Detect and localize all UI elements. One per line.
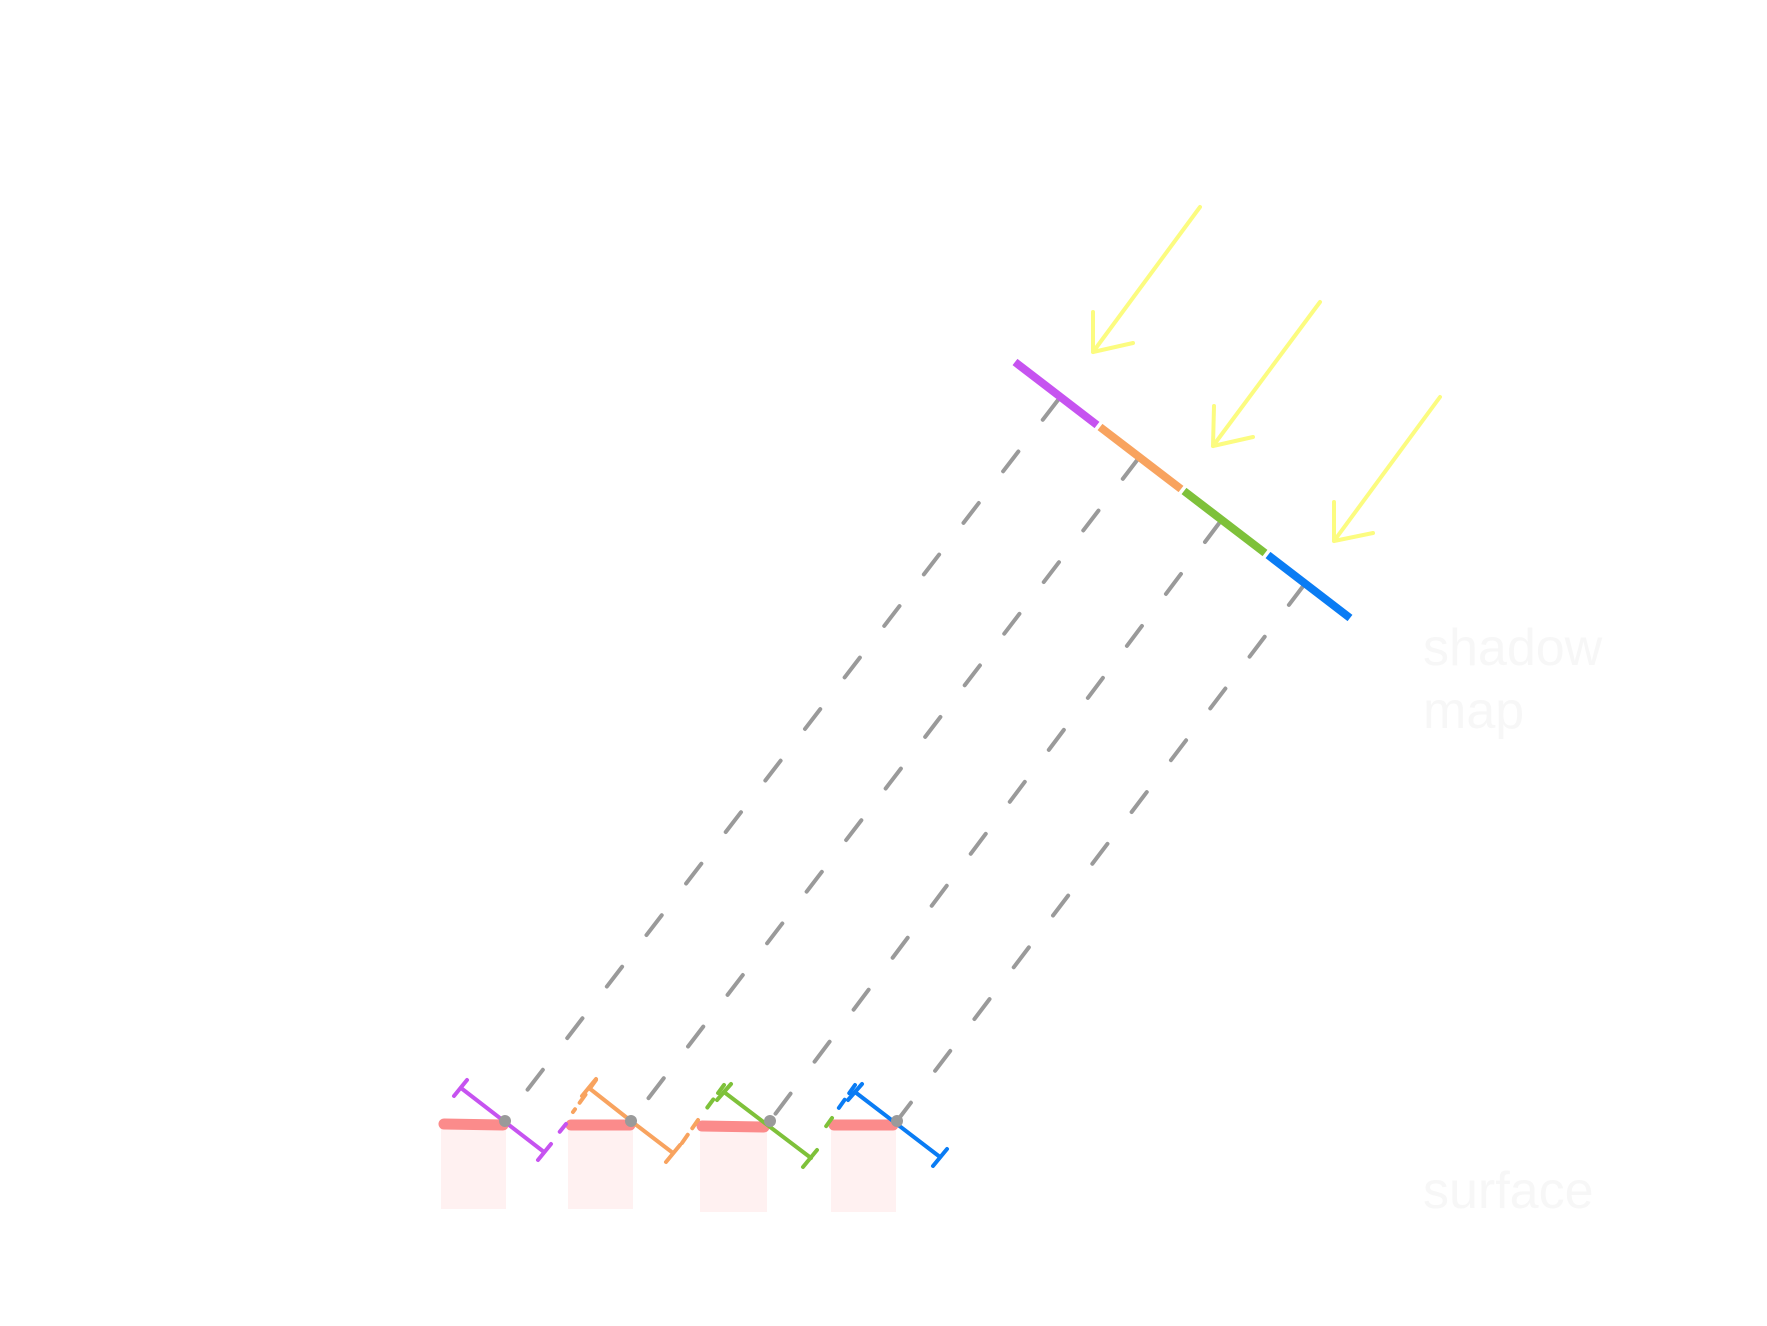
surface-blocks (438, 1118, 899, 1212)
shadow-map-label: shadow (1423, 619, 1603, 677)
surface-block-3 (700, 1126, 767, 1212)
surface-top-3 (696, 1120, 770, 1133)
surface-block-1 (441, 1124, 506, 1209)
surface-block-4 (831, 1126, 896, 1212)
shadow-map-segment-2 (1097, 423, 1184, 493)
projection-line (895, 583, 1306, 1123)
surface-dashed-links (556, 1078, 857, 1145)
surface-top-1 (438, 1118, 509, 1131)
projection-line (768, 520, 1222, 1123)
projection-line (503, 398, 1060, 1121)
surface-block-2 (568, 1125, 633, 1209)
sample-point (499, 1115, 511, 1127)
light-rays (1091, 205, 1442, 543)
shadow-map-segment-4 (1265, 551, 1353, 622)
light-ray-arrow-icon (1332, 395, 1442, 543)
light-ray-arrow-icon (1211, 300, 1322, 448)
projection-lines (503, 398, 1306, 1123)
surface-label: surface (1423, 1162, 1594, 1220)
sample-point (764, 1115, 776, 1127)
light-ray-arrow-icon (1091, 205, 1202, 354)
sample-point (891, 1115, 903, 1127)
sample-point (625, 1115, 637, 1127)
shadow-map-segment-3 (1181, 487, 1268, 557)
shadow-map-segment-1 (1012, 358, 1100, 429)
shadow-map-line (1012, 358, 1353, 622)
shadow-map-label-line2: map (1423, 682, 1524, 740)
sample-points (499, 1115, 903, 1127)
projection-line (629, 457, 1140, 1123)
